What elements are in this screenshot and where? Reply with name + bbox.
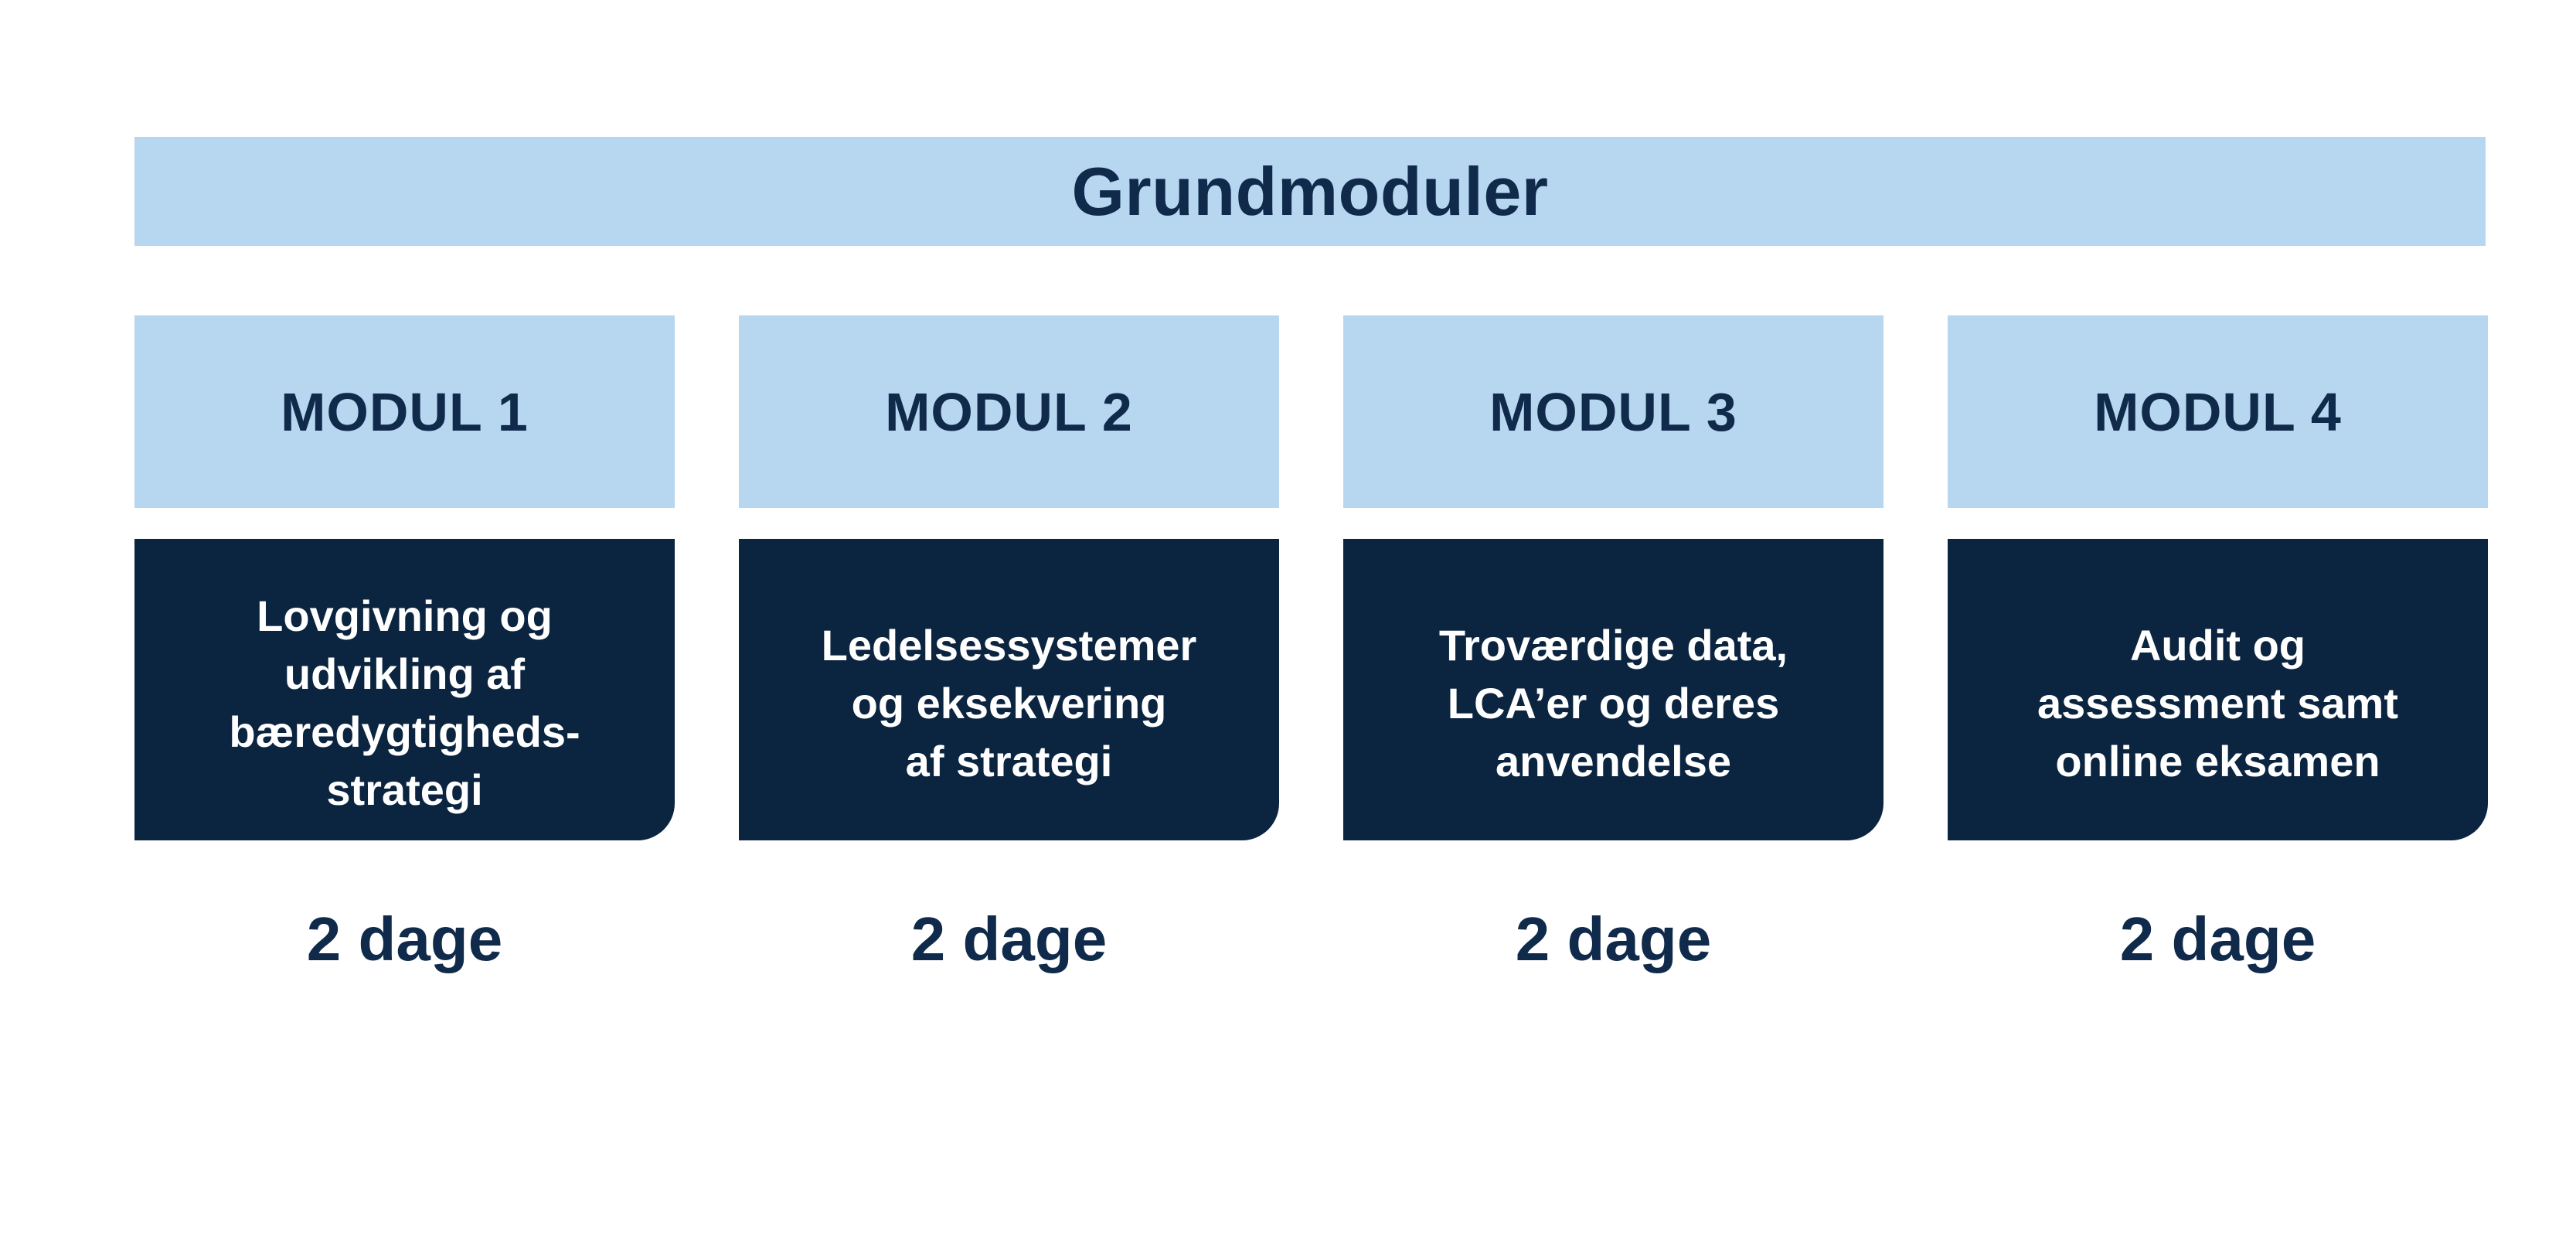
module-2-duration: 2 dage (910, 905, 1108, 973)
module-title-row: MODUL 1 MODUL 2 MODUL 3 MODUL 4 (134, 315, 2488, 508)
module-1-title: MODUL 1 (134, 315, 675, 508)
module-4-title: MODUL 4 (1948, 315, 2488, 508)
module-4-duration: 2 dage (2119, 905, 2316, 973)
module-4-description: Audit og assessment samt online eksamen (1948, 539, 2488, 840)
grundmoduler-header-bar: Grundmoduler (134, 137, 2486, 246)
module-3-description: Troværdige data, LCA’er og deres anvende… (1343, 539, 1884, 840)
module-3-title: MODUL 3 (1343, 315, 1884, 508)
module-2-title: MODUL 2 (739, 315, 1279, 508)
module-description-row: Lovgivning og udvikling af bæredygtighed… (134, 539, 2488, 840)
page-title: Grundmoduler (1071, 152, 1549, 230)
module-1-description: Lovgivning og udvikling af bæredygtighed… (134, 539, 675, 840)
module-1-duration: 2 dage (306, 905, 503, 973)
module-3-duration: 2 dage (1515, 905, 1712, 973)
module-duration-row: 2 dage 2 dage 2 dage 2 dage (134, 893, 2488, 986)
module-2-description: Ledelsessystemer og eksekvering af strat… (739, 539, 1279, 840)
